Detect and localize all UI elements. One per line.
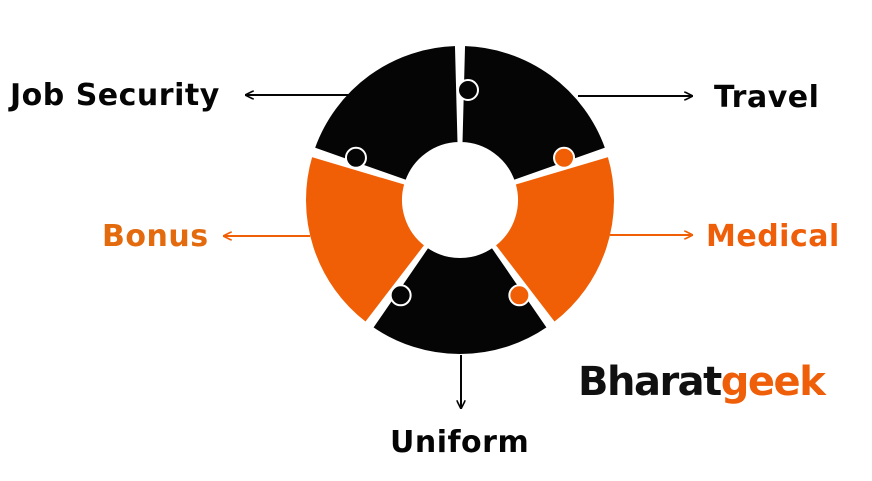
- puzzle-tab-3: [389, 284, 412, 307]
- puzzle-piece-job-security: [312, 44, 460, 182]
- label-medical: Medical: [706, 219, 840, 254]
- bharatgeek-logo: Bharatgeek: [578, 359, 826, 405]
- puzzle-tab-4: [344, 146, 367, 169]
- label-uniform: Uniform: [390, 425, 530, 460]
- logo-text-dark: Bharat: [578, 359, 722, 405]
- puzzle-piece-medical: [493, 154, 616, 324]
- puzzle-piece-uniform: [371, 245, 549, 356]
- label-job-security: Job Security: [10, 78, 220, 113]
- puzzle-tab-2: [508, 284, 531, 307]
- label-bonus: Bonus: [102, 219, 209, 254]
- label-travel: Travel: [714, 80, 820, 115]
- puzzle-piece-travel: [460, 44, 608, 182]
- puzzle-tab-1: [553, 146, 576, 169]
- logo-text-accent: geek: [720, 359, 826, 405]
- puzzle-piece-bonus: [304, 154, 427, 324]
- puzzle-tab-0: [457, 79, 479, 101]
